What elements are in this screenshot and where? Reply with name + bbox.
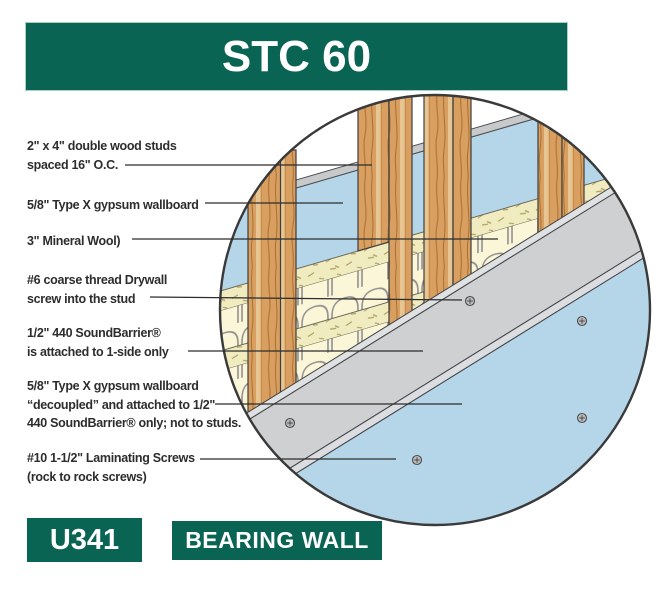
design-number: U341 [49, 523, 120, 556]
front-gypsum-wallboard [220, 226, 650, 525]
callout-text: (rock to rock screws) [27, 469, 147, 484]
header-bar: STC 60 [26, 23, 567, 90]
screw-icon [284, 417, 296, 429]
callout-text: 5/8" Type X gypsum wallboard [27, 379, 199, 393]
stud-2a [357, 95, 390, 252]
callout-gypsum-wallboard: 5/8" Type X gypsum wallboard [27, 196, 199, 215]
callout-text: is attached to 1-side only [27, 344, 169, 359]
circle-border [218, 93, 652, 527]
callout-text: spaced 16" O.C. [27, 157, 119, 172]
callout-text: 3" Mineral Wool) [27, 234, 121, 248]
callout-text: #6 coarse thread Drywall [27, 273, 168, 287]
callout-studs: 2" x 4" double wood studs spaced 16" O.C… [27, 137, 177, 174]
screw-icon [576, 412, 588, 424]
screw-icon [464, 295, 476, 307]
callout-text: 1/2" 440 SoundBarrier® [27, 326, 161, 340]
screw-icon [411, 454, 423, 466]
page-title: STC 60 [221, 31, 372, 81]
design-number-badge: U341 [27, 518, 142, 562]
screw-icon [576, 315, 588, 327]
stud-3b [452, 95, 472, 301]
leader-lines [125, 164, 498, 460]
callout-laminating-screws: #10 1-1/2" Laminating Screws (rock to ro… [27, 449, 195, 486]
callout-text: 5/8" Type X gypsum wallboard [27, 198, 199, 212]
stud-3a [423, 95, 454, 311]
wall-type-badge: BEARING WALL [172, 521, 382, 560]
callout-text: “decoupled” and attached to 1/2" [27, 397, 216, 412]
wall-type: BEARING WALL [185, 527, 369, 553]
callout-text: screw into the stud [27, 291, 136, 306]
callout-text: 2" x 4" double wood studs [27, 139, 177, 153]
stud-2b [388, 95, 413, 331]
callout-soundbarrier: 1/2" 440 SoundBarrier® is attached to 1-… [27, 324, 169, 361]
callout-text: 440 SoundBarrier® only; not to studs. [27, 416, 242, 430]
stud-4a [537, 95, 563, 236]
leader-line-drywall-screw [149, 296, 463, 301]
callout-drywall-screw: #6 coarse thread Drywall screw into the … [27, 271, 167, 308]
callout-mineral-wool: 3" Mineral Wool) [27, 232, 121, 251]
callout-decoupled-wallboard: 5/8" Type X gypsum wallboard “decoupled”… [27, 377, 241, 433]
callout-text: #10 1-1/2" Laminating Screws [27, 451, 195, 465]
